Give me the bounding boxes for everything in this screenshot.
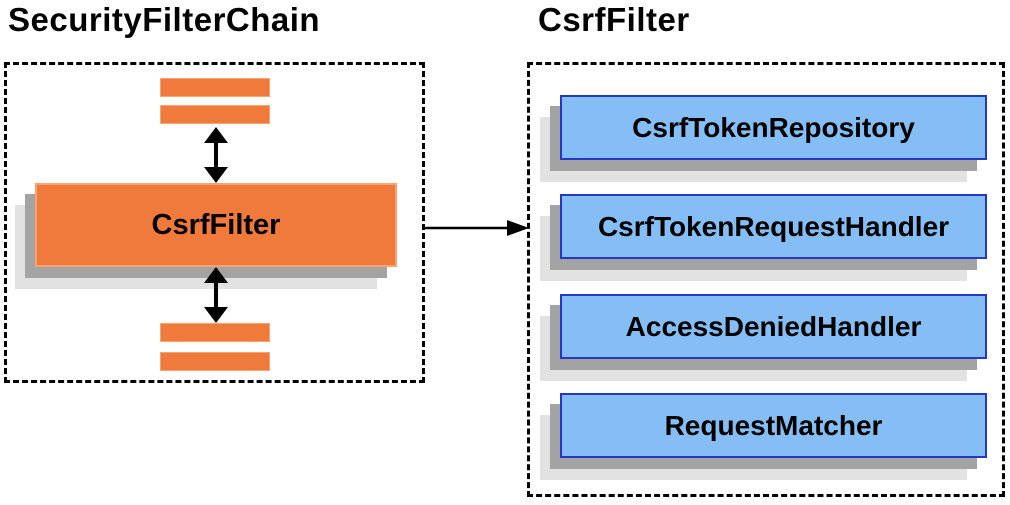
filter-placeholder-bar xyxy=(160,352,270,371)
bidirectional-arrow-icon xyxy=(204,127,228,183)
component-label: CsrfTokenRepository xyxy=(632,111,915,143)
component-box-csrf-token-request-handler: CsrfTokenRequestHandler xyxy=(560,194,987,259)
security-filter-chain-container xyxy=(4,62,425,383)
component-label: CsrfTokenRequestHandler xyxy=(597,210,950,242)
component-box-request-matcher: RequestMatcher xyxy=(560,393,987,458)
security-filter-chain-title: SecurityFilterChain xyxy=(8,1,321,38)
filter-placeholder-bar xyxy=(160,105,270,124)
filter-placeholder-bar xyxy=(160,323,270,342)
component-label: AccessDeniedHandler xyxy=(625,310,922,342)
component-box-csrf-token-repository: CsrfTokenRepository xyxy=(560,95,987,160)
csrf-filter-title: CsrfFilter xyxy=(538,1,690,38)
filter-placeholder-bar xyxy=(160,78,270,97)
csrf-filter-node-label: CsrfFilter xyxy=(151,208,281,241)
csrf-filter-detail-container xyxy=(527,62,1005,497)
component-box-access-denied-handler: AccessDeniedHandler xyxy=(560,294,987,359)
component-label: RequestMatcher xyxy=(664,409,883,441)
flow-arrow-icon xyxy=(423,220,529,236)
csrf-filter-node: CsrfFilter xyxy=(35,183,397,267)
bidirectional-arrow-icon xyxy=(204,267,228,323)
